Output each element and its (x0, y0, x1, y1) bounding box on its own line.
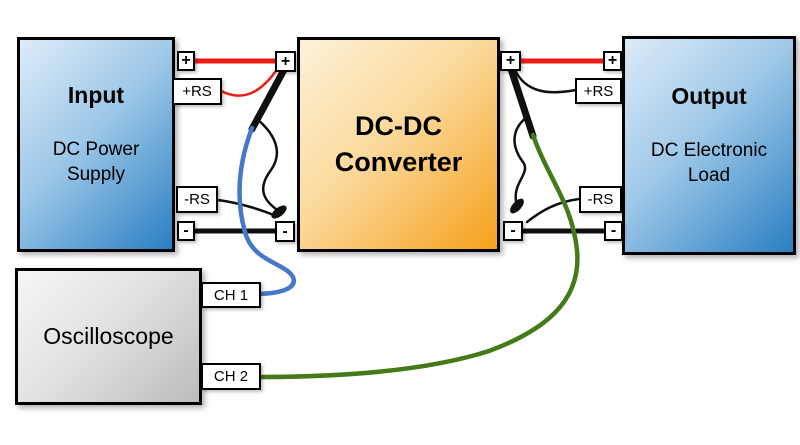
input-minus-terminal: - (177, 221, 195, 241)
output-electronic-load-block: Output DC Electronic Load (622, 36, 796, 255)
oscilloscope-block: Oscilloscope (15, 268, 202, 405)
input-block-title: Input (67, 82, 125, 108)
ch1-ground-clip (271, 205, 287, 219)
ch2-probe-cable (256, 132, 580, 380)
input-plus-terminal: + (177, 51, 195, 71)
converter-input-minus-terminal: - (275, 221, 295, 242)
converter-output-plus-terminal: + (500, 51, 521, 71)
ch2-probe-ground-lead (513, 115, 529, 203)
ch1-probe-ground-lead (255, 117, 279, 211)
converter-input-plus-terminal: + (275, 51, 296, 72)
input-plus-rs-terminal: +RS (172, 78, 222, 105)
ch2-ground-clip (510, 198, 524, 214)
output-block-title: Output (671, 83, 747, 109)
ch1-probe-cable (237, 125, 296, 297)
converter-output-minus-terminal: - (503, 221, 523, 241)
output-plus-terminal: + (603, 51, 622, 71)
input-power-supply-block: Input DC Power Supply (17, 37, 175, 252)
input-plus-sense-wire (219, 66, 280, 97)
output-block-subtitle: DC Electronic Load (650, 139, 768, 187)
output-minus-rs-terminal: -RS (579, 186, 622, 213)
oscilloscope-block-title: Oscilloscope (43, 323, 174, 349)
ch2-probe-body (506, 62, 537, 140)
dc-dc-converter-block: DC-DC Converter (297, 37, 500, 252)
output-minus-sense-wire (525, 197, 581, 224)
oscilloscope-ch2-terminal: CH 2 (201, 363, 261, 390)
input-minus-rs-terminal: -RS (176, 186, 218, 213)
oscilloscope-ch1-terminal: CH 1 (201, 282, 261, 308)
output-plus-rs-terminal: +RS (575, 78, 622, 104)
input-block-subtitle: DC Power Supply (52, 138, 140, 186)
output-plus-sense-wire (513, 68, 578, 94)
converter-block-title: DC-DC Converter (334, 111, 463, 177)
output-minus-terminal: - (604, 221, 623, 241)
